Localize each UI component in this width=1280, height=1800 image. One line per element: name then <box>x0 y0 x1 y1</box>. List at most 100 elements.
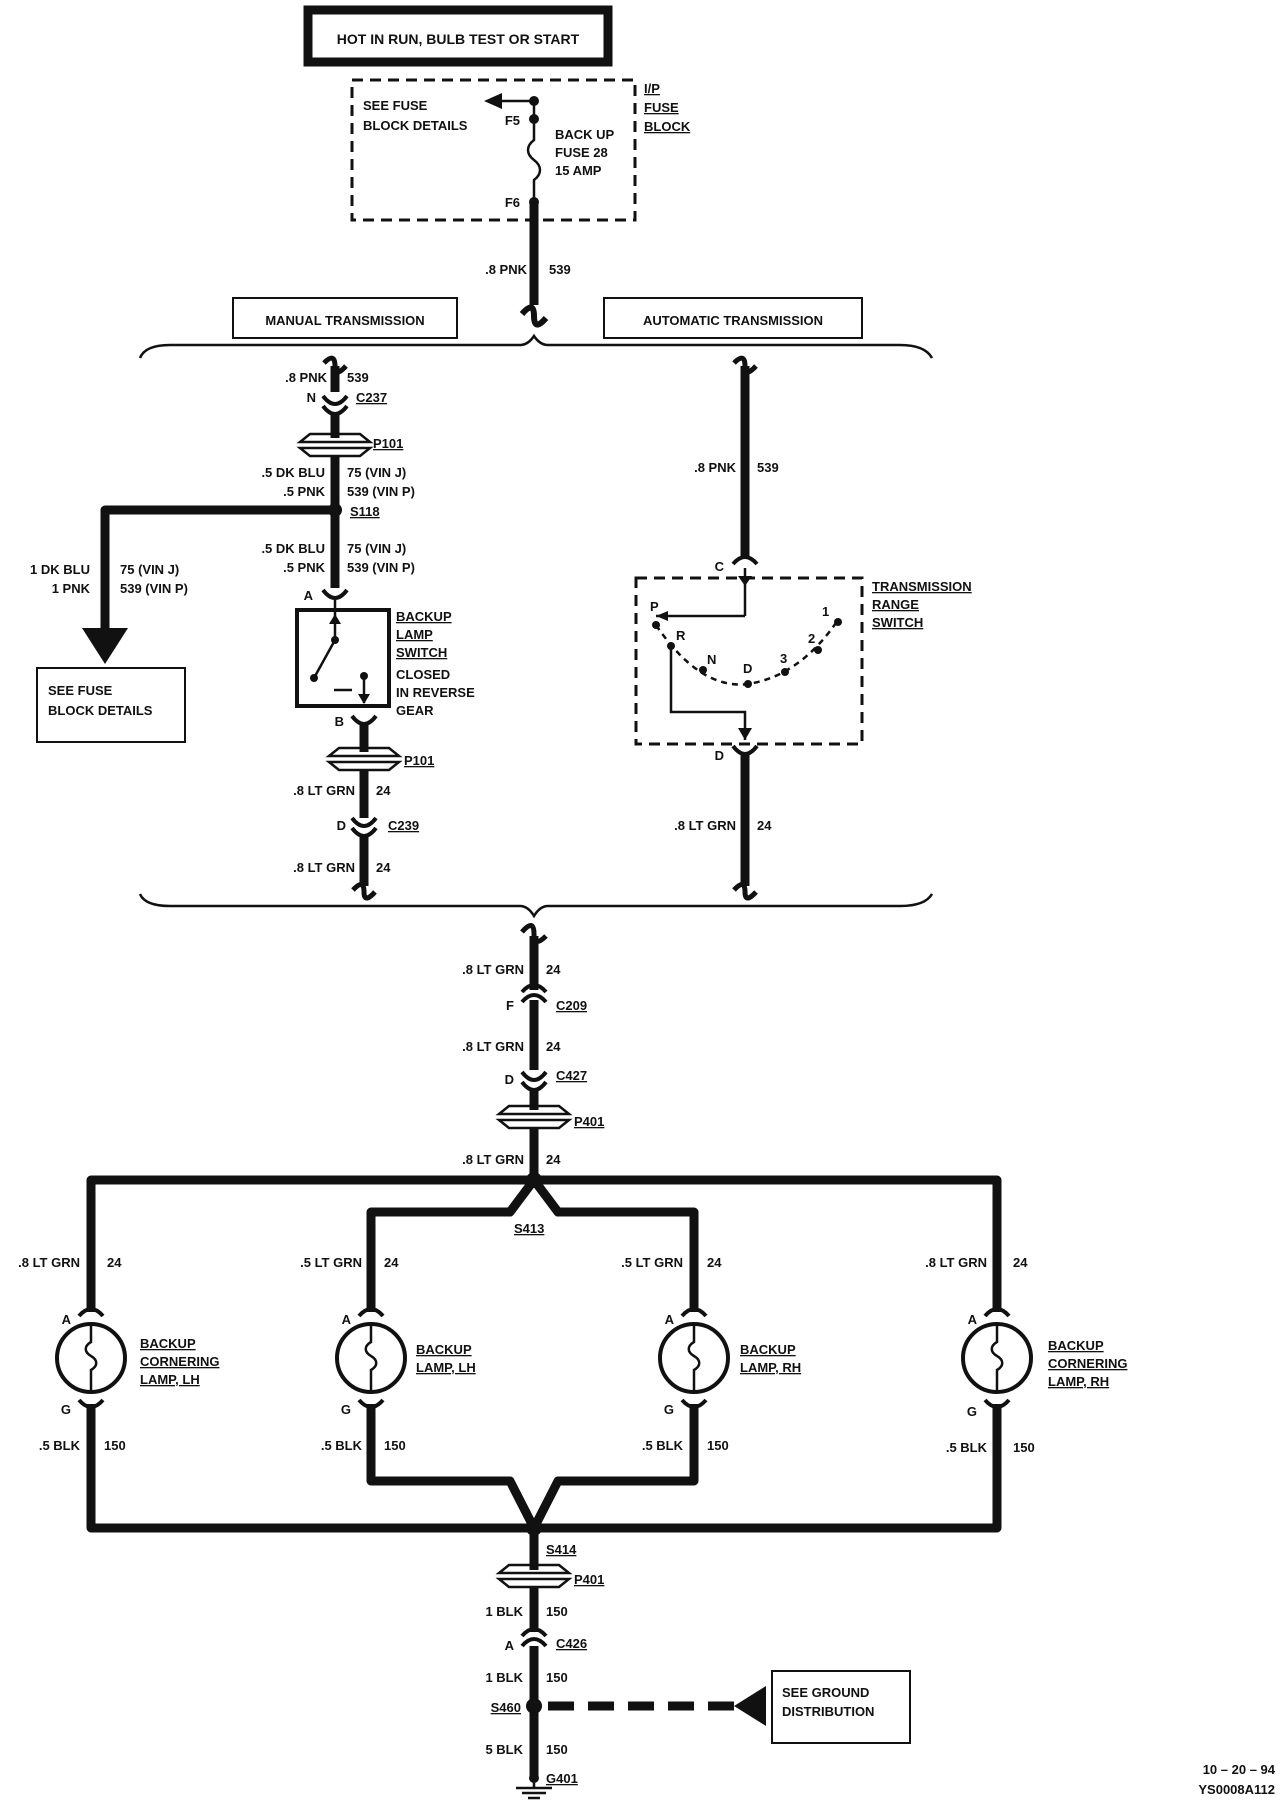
c209-connector-bottom <box>520 993 548 1004</box>
common-wire1-gauge: .8 LT GRN <box>462 962 524 977</box>
lamp3-in-circuit: 24 <box>707 1255 722 1270</box>
automatic-section-box <box>603 297 863 339</box>
p401-bottom-grommet-b <box>495 1577 573 1589</box>
trs-pin-c: C <box>715 559 725 574</box>
fuse-label-2: FUSE 28 <box>555 145 608 160</box>
footer-code: YS0008A112 <box>1198 1782 1275 1797</box>
lamp3-connector-a <box>680 1307 708 1318</box>
trs-name-2: RANGE <box>872 597 919 612</box>
p101-bottom-grommet-a <box>325 746 403 758</box>
feed-lamp1 <box>86 1175 534 1312</box>
trs-pos-r: R <box>676 628 686 643</box>
lamp1-in-gauge: .8 LT GRN <box>18 1255 80 1270</box>
ground-wire2-circuit: 150 <box>546 1670 568 1685</box>
trs-pos-d: D <box>743 661 752 676</box>
s414-label: S414 <box>546 1542 577 1557</box>
lamp2-name-2: LAMP, LH <box>416 1360 476 1375</box>
lamp1-connector-g <box>77 1398 105 1409</box>
switch-connector-a <box>321 588 349 600</box>
lamp2-connector-a <box>357 1307 385 1318</box>
branch-circuit2: 539 (VIN P) <box>120 581 188 596</box>
lamp4-bulb <box>961 1322 1033 1394</box>
lamp2-in-circuit: 24 <box>384 1255 399 1270</box>
trs-pos-p: P <box>650 599 659 614</box>
lamp1-filament <box>84 1326 98 1390</box>
lamp2-in-gauge: .5 LT GRN <box>300 1255 362 1270</box>
lamp-backup-lh: .5 LT GRN 24 A G .5 BLK 150 BACKUP LAMP,… <box>300 1255 476 1453</box>
branch-gauge2: 1 PNK <box>52 581 91 596</box>
trs-r-line <box>669 646 747 740</box>
auto-wire1-circuit: 539 <box>757 460 779 475</box>
lamp2-name-1: BACKUP <box>416 1342 472 1357</box>
details-arrow-head <box>484 93 502 109</box>
return-lamp4 <box>534 1404 1002 1533</box>
lamp1-name-3: LAMP, LH <box>140 1372 200 1387</box>
manual-wire2-gauge2: .5 PNK <box>283 484 326 499</box>
header-title: HOT IN RUN, BULB TEST OR START <box>337 31 580 47</box>
c237-connector-bottom <box>321 404 349 416</box>
fuse-label-1: BACK UP <box>555 127 615 142</box>
lamp1-pin-g: G <box>61 1402 71 1417</box>
lamp1-bulb <box>55 1322 127 1394</box>
return-lamp1 <box>86 1404 534 1533</box>
common-wire2-circuit: 24 <box>546 1039 561 1054</box>
p401-top-label: P401 <box>574 1114 604 1129</box>
ground-wire3-gauge: 5 BLK <box>485 1742 523 1757</box>
trs-pos-2: 2 <box>808 631 815 646</box>
c426-connector-bottom <box>520 1637 548 1648</box>
branch-gauge1: 1 DK BLU <box>30 562 90 577</box>
lamp-backup-cornering-rh: .8 LT GRN 24 A G .5 BLK 150 BACKUP CORNE… <box>925 1255 1127 1455</box>
p101-top-grommet-b <box>296 446 374 458</box>
manual-wire2-circuit1: 75 (VIN J) <box>347 465 406 480</box>
trs-pos-3: 3 <box>780 651 787 666</box>
auto-wire2-circuit: 24 <box>757 818 772 833</box>
lamp1-connector-a <box>77 1307 105 1318</box>
top-wire-circuit: 539 <box>549 262 571 277</box>
fuse-block-name-3: BLOCK <box>644 119 691 134</box>
manual-bottom-break <box>351 882 377 901</box>
switch-pin-a: A <box>304 588 314 603</box>
g401-label: G401 <box>546 1771 578 1786</box>
p401-top-grommet-a <box>495 1104 573 1116</box>
s118-label: S118 <box>350 504 380 519</box>
see-fuse-details-1: SEE FUSE <box>363 98 428 113</box>
c239-connector-bottom <box>350 826 378 838</box>
c427-pin: D <box>505 1072 514 1087</box>
c239-connector-top <box>350 816 378 828</box>
ground-wire1-circuit: 150 <box>546 1604 568 1619</box>
fuse-pin-f6: F6 <box>505 195 520 210</box>
lamp3-out-gauge: .5 BLK <box>642 1438 684 1453</box>
manual-wire3-gauge2: .5 PNK <box>283 560 326 575</box>
manual-section-label: MANUAL TRANSMISSION <box>265 313 424 328</box>
switch-pivot <box>310 674 318 682</box>
fuse-block-name-2: FUSE <box>644 100 679 115</box>
c237-pin: N <box>307 390 316 405</box>
trs-name-1: TRANSMISSION <box>872 579 972 594</box>
see-fuse-block-2: BLOCK DETAILS <box>48 703 153 718</box>
switch-arrow-top <box>329 614 341 624</box>
lamp3-filament <box>687 1326 701 1390</box>
trs-dot-3 <box>781 668 789 676</box>
lamp1-pin-a: A <box>62 1312 72 1327</box>
lamp3-pin-g: G <box>664 1402 674 1417</box>
common-wire1-circuit: 24 <box>546 962 561 977</box>
switch-arrow-bottom <box>358 694 370 704</box>
auto-wire2-gauge: .8 LT GRN <box>674 818 736 833</box>
fuse-block-name-1: I/P <box>644 81 660 96</box>
bottom-brace <box>138 893 934 919</box>
manual-section-box <box>232 297 458 339</box>
lamp4-name-2: CORNERING <box>1048 1356 1127 1371</box>
return-lamp3 <box>529 1404 699 1531</box>
fuse-block-outline <box>350 78 637 222</box>
backup-lamp-switch-box <box>295 608 391 708</box>
p401-bottom-label: P401 <box>574 1572 604 1587</box>
lamp4-connector-a <box>983 1307 1011 1318</box>
p101-top-grommet-a <box>296 432 374 444</box>
switch-pin-b: B <box>335 714 344 729</box>
lamp3-pin-a: A <box>665 1312 675 1327</box>
ground-wire2-gauge: 1 BLK <box>485 1670 523 1685</box>
p101-bottom-label: P101 <box>404 753 434 768</box>
ground-dist-arrow <box>734 1686 766 1726</box>
manual-wire3-circuit1: 75 (VIN J) <box>347 541 406 556</box>
lamp-backup-cornering-lh: .8 LT GRN 24 A G .5 BLK 150 BACKUP CORNE… <box>18 1255 219 1453</box>
